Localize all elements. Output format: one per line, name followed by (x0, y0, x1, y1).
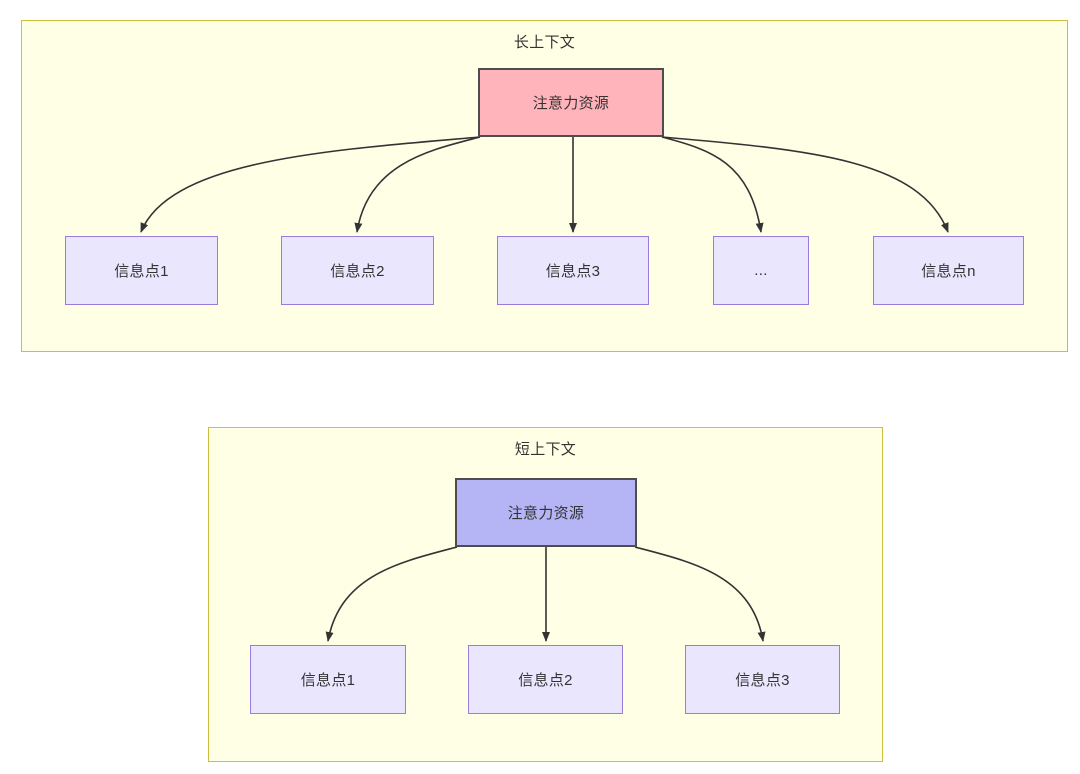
node-label: 信息点2 (330, 263, 385, 280)
node-long-info-point-2[interactable]: 信息点2 (281, 236, 434, 305)
node-label: 信息点1 (114, 263, 169, 280)
node-long-info-point-3[interactable]: 信息点3 (497, 236, 649, 305)
node-label: 注意力资源 (532, 95, 610, 112)
panel-long-context-title: 长上下文 (513, 34, 576, 51)
node-short-info-point-2[interactable]: 信息点2 (468, 645, 623, 714)
node-label: 注意力资源 (507, 505, 585, 522)
node-long-info-point-1[interactable]: 信息点1 (65, 236, 218, 305)
node-label: 信息点3 (735, 672, 790, 689)
panel-short-context-title: 短上下文 (514, 441, 577, 458)
node-long-info-point-n[interactable]: 信息点n (873, 236, 1024, 305)
node-label: 信息点n (921, 263, 976, 280)
node-short-info-point-1[interactable]: 信息点1 (250, 645, 406, 714)
node-short-info-point-3[interactable]: 信息点3 (685, 645, 840, 714)
node-label: 信息点3 (545, 263, 601, 280)
node-long-attention-resource[interactable]: 注意力资源 (478, 68, 664, 137)
node-label: ... (754, 262, 768, 279)
node-long-info-point-ellipsis[interactable]: ... (713, 236, 809, 305)
node-label: 信息点2 (518, 672, 573, 689)
node-short-attention-resource[interactable]: 注意力资源 (455, 478, 637, 547)
node-label: 信息点1 (300, 672, 356, 689)
